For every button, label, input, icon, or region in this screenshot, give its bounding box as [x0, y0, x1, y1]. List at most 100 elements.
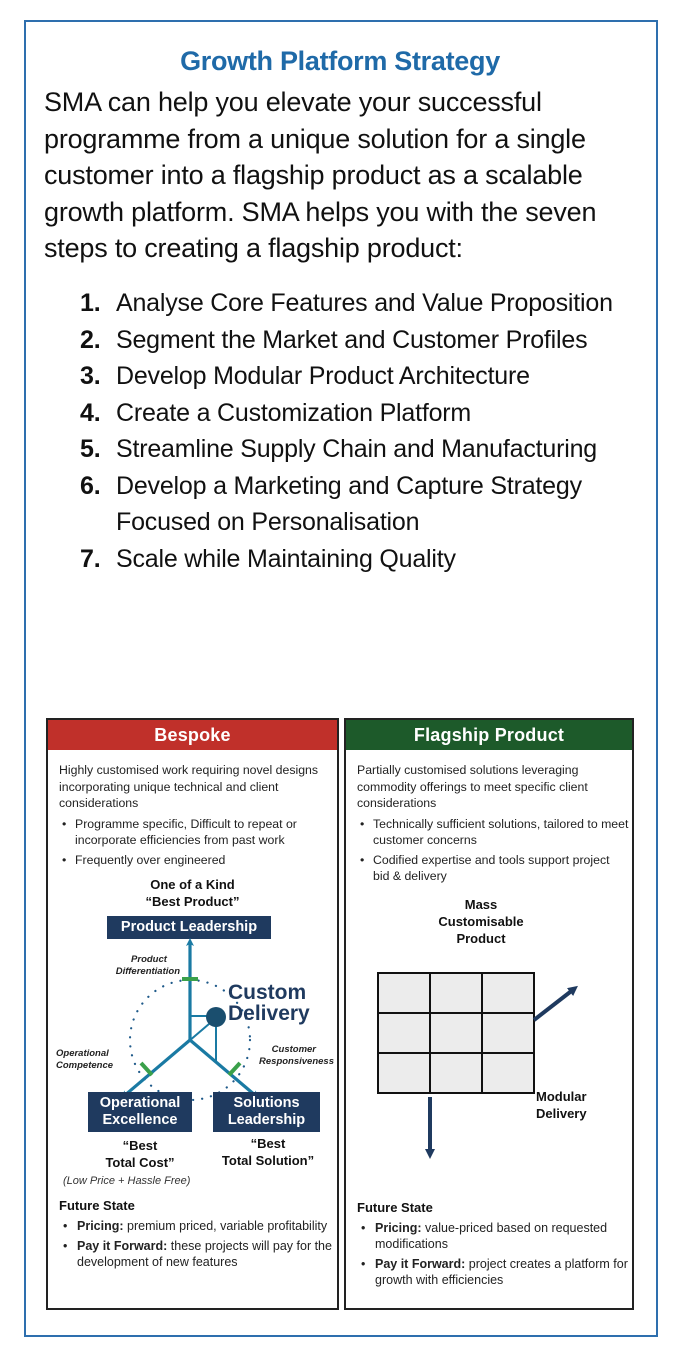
- caption-line: “Best: [122, 1138, 158, 1153]
- bespoke-bullet: Programme specific, Difficult to repeat …: [59, 816, 334, 849]
- future-state-heading: Future State: [59, 1198, 135, 1213]
- label-line: Custom: [228, 981, 307, 1004]
- future-state-item: Pricing: premium priced, variable profit…: [59, 1218, 334, 1234]
- label-line: Customer: [271, 1044, 316, 1055]
- bespoke-header: Bespoke: [48, 720, 337, 750]
- label-line: Responsiveness: [259, 1056, 334, 1067]
- flagship-future-state: Future State Pricing: value-priced based…: [357, 1200, 629, 1292]
- caption-line: Total Cost”: [105, 1155, 175, 1170]
- label-line: Product: [131, 954, 167, 965]
- step-number: 3.: [80, 362, 101, 390]
- label-line: Excellence: [102, 1112, 178, 1128]
- future-state-list: Pricing: premium priced, variable profit…: [59, 1218, 334, 1270]
- caption-line: One of a Kind: [150, 877, 235, 892]
- step-text: Segment the Market and Customer Profiles: [116, 325, 588, 354]
- label-line: Solutions: [233, 1095, 300, 1111]
- page-title: Growth Platform Strategy: [180, 46, 500, 76]
- custom-delivery-dot: [206, 1007, 226, 1027]
- step-text: Develop Modular Product Architecture: [116, 362, 530, 390]
- label-line: Product: [456, 931, 506, 946]
- step-item: 4. Create a Customization Platform: [80, 395, 640, 432]
- step-text: Streamline Supply Chain and Manufacturin…: [116, 435, 597, 463]
- label-line: Mass: [464, 897, 498, 912]
- bespoke-bullet: Frequently over engineered: [59, 852, 334, 869]
- bespoke-description: Highly customised work requiring novel d…: [59, 763, 319, 810]
- flagship-bullet: Technically sufficient solutions, tailor…: [357, 816, 629, 849]
- future-state-item: Pricing: value-priced based on requested…: [357, 1220, 629, 1252]
- best-total-cost-caption: “Best Total Cost”: [88, 1137, 192, 1171]
- value-discipline-diagram: [120, 938, 260, 1102]
- item-label: Pay it Forward:: [375, 1257, 466, 1271]
- item-text: premium priced, variable profitability: [123, 1219, 328, 1233]
- flagship-description: Partially customised solutions leveragin…: [357, 763, 588, 810]
- item-label: Pricing:: [375, 1221, 422, 1235]
- step-text: Develop a Marketing and Capture Strategy…: [116, 471, 582, 537]
- label-line: Modular: [536, 1089, 587, 1104]
- intro-paragraph: SMA can help you elevate your successful…: [44, 87, 597, 263]
- connector: [147, 1017, 217, 1077]
- step-number: 1.: [80, 289, 101, 317]
- item-text: these projects will pay for the developm…: [77, 1239, 332, 1269]
- page-frame: [24, 20, 658, 1337]
- item-text: project creates a platform for growth wi…: [375, 1257, 628, 1287]
- caption-line: “Best Product”: [145, 894, 240, 909]
- product-differentiation-label: Product Differentiation: [88, 954, 180, 978]
- low-price-note: (Low Price + Hassle Free): [63, 1175, 191, 1187]
- item-label: Pay it Forward:: [77, 1239, 168, 1253]
- step-item: 5. Streamline Supply Chain and Manufactur…: [80, 431, 640, 468]
- label-line: Operational: [56, 1048, 109, 1059]
- module-grid: [377, 972, 535, 1094]
- step-text: Scale while Maintaining Quality: [116, 544, 456, 573]
- modular-delivery-label: Modular Delivery: [536, 1088, 616, 1122]
- item-label: Pricing:: [77, 1219, 124, 1233]
- step-item: 1. Analyse Core Features and Value Propos…: [80, 285, 640, 322]
- axis-right-arrow: [188, 1038, 260, 1099]
- custom-delivery-label: Custom Delivery: [228, 982, 338, 1024]
- scale-up-arrow: [532, 985, 578, 1022]
- label-line: Delivery: [228, 1002, 310, 1025]
- step-number: 5.: [80, 435, 101, 463]
- flagship-bullet: Codified expertise and tools support pro…: [357, 852, 629, 885]
- step-text: Analyse Core Features and Value Proposit…: [116, 289, 613, 317]
- label-line: Differentiation: [115, 966, 180, 977]
- tick-mark: [227, 1061, 242, 1077]
- future-state-item: Pay it Forward: project creates a platfo…: [357, 1256, 629, 1288]
- mass-customisable-label: Mass Customisable Product: [406, 896, 556, 947]
- step-number: 6.: [80, 471, 101, 500]
- operational-competence-label: Operational Competence: [56, 1048, 130, 1072]
- flagship-header: Flagship Product: [346, 720, 632, 750]
- flagship-description-block: Partially customised solutions leveragin…: [357, 762, 629, 885]
- step-number: 4.: [80, 398, 101, 427]
- bespoke-bullets: Programme specific, Difficult to repeat …: [59, 816, 334, 869]
- bespoke-description-block: Highly customised work requiring novel d…: [59, 762, 334, 868]
- label-line: Competence: [56, 1060, 114, 1071]
- product-leadership-box: Product Leadership: [107, 916, 271, 939]
- label-line: Delivery: [536, 1106, 587, 1121]
- tick-mark: [139, 1061, 154, 1077]
- flagship-panel: Flagship Product Partially customised so…: [344, 718, 634, 1310]
- label-line: Leadership: [227, 1112, 306, 1128]
- modular-grid-diagram: [377, 972, 578, 1159]
- best-total-solution-caption: “Best Total Solution”: [208, 1135, 328, 1169]
- step-number: 2.: [80, 325, 101, 354]
- steps-list: 1. Analyse Core Features and Value Propos…: [80, 285, 640, 577]
- caption-line: Total Solution”: [221, 1153, 315, 1168]
- step-item: 2. Segment the Market and Customer Profil…: [80, 322, 640, 359]
- future-state-heading: Future State: [357, 1200, 433, 1215]
- bespoke-panel: Bespoke Highly customised work requiring…: [46, 718, 339, 1310]
- label-line: Customisable: [438, 914, 524, 929]
- customer-responsiveness-label: Customer Responsiveness: [244, 1044, 334, 1068]
- future-state-list: Pricing: value-priced based on requested…: [357, 1220, 629, 1288]
- solutions-leadership-box: Solutions Leadership: [213, 1092, 320, 1132]
- flagship-bullets: Technically sufficient solutions, tailor…: [357, 816, 629, 885]
- step-item: 6. Develop a Marketing and Capture Strate…: [80, 468, 640, 541]
- label-line: Operational: [99, 1095, 181, 1111]
- step-item: 7. Scale while Maintaining Quality: [80, 541, 640, 578]
- step-number: 7.: [80, 544, 101, 573]
- bespoke-future-state: Future State Pricing: premium priced, va…: [59, 1198, 334, 1274]
- future-state-item: Pay it Forward: these projects will pay …: [59, 1238, 334, 1270]
- operational-excellence-box: Operational Excellence: [88, 1092, 192, 1132]
- step-text: Create a Customization Platform: [116, 398, 472, 427]
- step-item: 3. Develop Modular Product Architecture: [80, 358, 640, 395]
- one-of-a-kind-caption: One of a Kind “Best Product”: [48, 876, 337, 910]
